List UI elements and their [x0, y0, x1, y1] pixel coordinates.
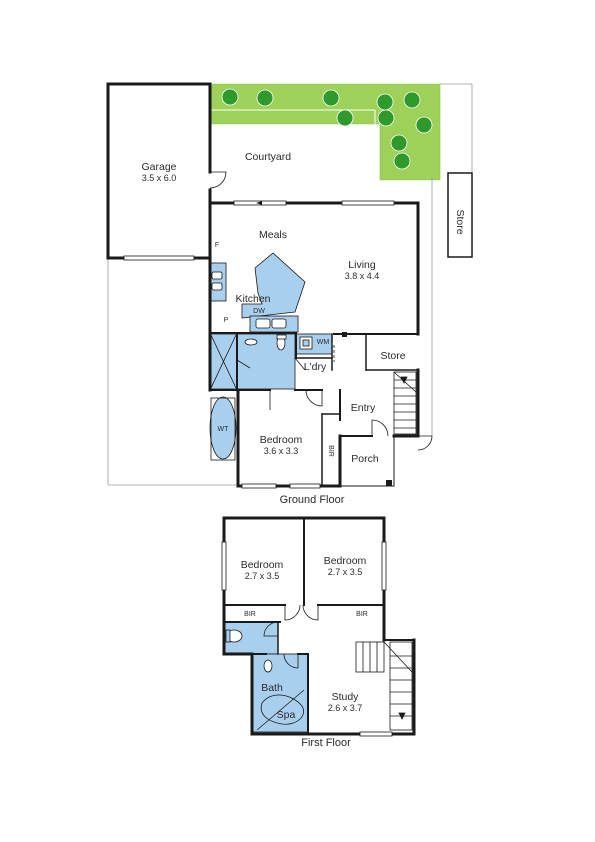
spa-label: Spa: [277, 709, 296, 721]
first-stairs: [355, 641, 413, 731]
ground-floor-title: Ground Floor: [280, 494, 345, 506]
study-dims: 2.6 x 3.7: [328, 703, 363, 713]
bir-label: BIR: [327, 445, 334, 457]
pantry-label: P: [224, 317, 229, 324]
first-floor-title: First Floor: [301, 737, 351, 749]
kitchen-label: Kitchen: [235, 293, 270, 305]
meals-label: Meals: [259, 229, 287, 241]
bedroom1-dims: 2.7 x 3.5: [245, 571, 280, 581]
store-label: Store: [380, 350, 405, 362]
doors: [209, 171, 433, 451]
bir1-label: BIR: [244, 611, 256, 618]
wt-label: WT: [218, 426, 230, 433]
bedroom-dims: 3.6 x 3.3: [264, 446, 299, 456]
walls: [106, 82, 420, 488]
garage-label: Garage: [141, 161, 176, 173]
bedroom-label: Bedroom: [260, 434, 303, 446]
living-label: Living: [348, 259, 376, 271]
ground-floor-plan: Garage 3.5 x 6.0 Courtyard Store Meals L…: [106, 82, 473, 506]
first-fixtures: [225, 629, 305, 731]
arrow-icon: [256, 201, 262, 205]
living-dims: 3.8 x 4.4: [345, 271, 380, 281]
garden-area: [209, 83, 441, 181]
bath-label: Bath: [261, 682, 283, 694]
courtyard-label: Courtyard: [245, 151, 291, 163]
wall-post: [342, 332, 347, 337]
first-doors: [263, 604, 319, 669]
entry-label: Entry: [351, 402, 376, 414]
study-label: Study: [332, 691, 360, 703]
porch-label: Porch: [351, 453, 379, 465]
garage-dims: 3.5 x 6.0: [142, 173, 177, 183]
tree-icon: [221, 88, 433, 170]
first-windows: [221, 541, 393, 737]
stairs: [393, 371, 417, 435]
laundry-label: L'dry: [304, 361, 327, 373]
dw-label: DW: [253, 308, 265, 315]
bir2-label: BIR: [356, 611, 368, 618]
bedroom2-label: Bedroom: [324, 555, 367, 567]
wm-label: WM: [317, 339, 330, 346]
bedroom1-label: Bedroom: [241, 559, 284, 571]
porch-post: [386, 480, 392, 486]
fridge-label: F: [215, 242, 219, 249]
bedroom2-dims: 2.7 x 3.5: [328, 567, 363, 577]
fixtures: [210, 271, 313, 389]
outside-store: [447, 172, 473, 258]
outside-store-label: Store: [454, 209, 466, 234]
first-floor-plan: Bedroom 2.7 x 3.5 Bedroom 2.7 x 3.5 BIR …: [221, 516, 416, 749]
